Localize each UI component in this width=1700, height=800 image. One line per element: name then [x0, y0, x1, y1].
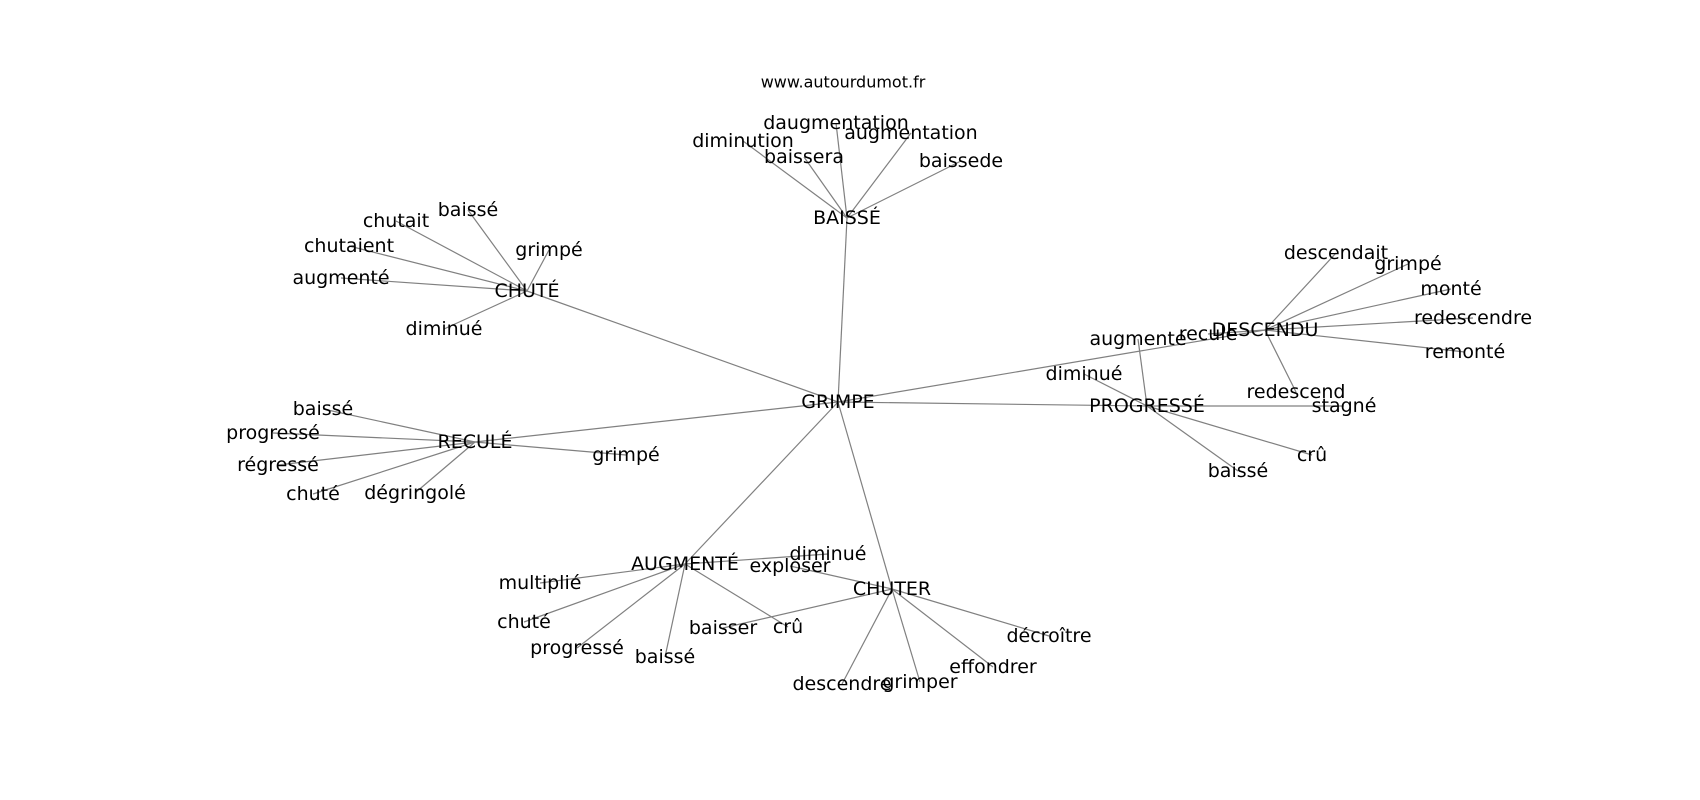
node-leaf[interactable]: crû — [1297, 444, 1327, 466]
node-leaf[interactable]: grimpé — [1374, 253, 1441, 275]
node-hub[interactable]: CHUTÉ — [494, 279, 559, 302]
node-leaf[interactable]: diminution — [692, 130, 794, 152]
node-leaf[interactable]: baisser — [689, 617, 757, 639]
node-leaf[interactable]: augmente — [1089, 328, 1186, 350]
node-leaf[interactable]: augmenté — [292, 267, 389, 289]
edge-hub-leaf — [891, 588, 921, 683]
node-leaf[interactable]: daugmentation — [763, 112, 909, 134]
node-leaf[interactable]: régressé — [237, 454, 319, 476]
node-leaf[interactable]: décroître — [1006, 625, 1091, 647]
graph-edges — [272, 122, 1474, 685]
edge-center-hub — [837, 401, 893, 590]
edge-hub-leaf — [1264, 329, 1466, 353]
edge-hub-leaf — [1083, 373, 1148, 407]
edge-hub-leaf — [846, 160, 962, 219]
edge-hub-leaf — [414, 441, 476, 494]
edge-hub-leaf — [523, 563, 686, 623]
edge-hub-leaf — [576, 563, 686, 649]
node-leaf[interactable]: multiplié — [499, 572, 582, 594]
node-leaf[interactable]: exploser — [750, 555, 831, 577]
edge-hub-leaf — [340, 277, 528, 292]
edge-hub-leaf — [1264, 329, 1297, 393]
node-leaf[interactable]: grimpé — [592, 444, 659, 466]
edge-hub-leaf — [835, 122, 848, 219]
node-leaf[interactable]: diminué — [406, 318, 483, 340]
node-leaf[interactable]: stagné — [1312, 395, 1377, 417]
node-hub[interactable]: RECULÉ — [438, 430, 513, 453]
node-leaf[interactable]: descendre — [793, 673, 892, 695]
node-leaf[interactable]: descendait — [1284, 242, 1388, 264]
node-leaf[interactable]: chuté — [286, 483, 340, 505]
node-leaf[interactable]: recule — [1179, 323, 1238, 345]
node-leaf[interactable]: chutaient — [304, 235, 394, 257]
edge-hub-leaf — [841, 588, 893, 685]
edge-hub-leaf — [272, 432, 476, 443]
edge-hub-leaf — [891, 588, 994, 668]
edge-hub-leaf — [722, 588, 893, 629]
edge-center-hub — [837, 401, 1148, 407]
edge-hub-leaf — [322, 408, 476, 443]
node-leaf[interactable]: redescend — [1247, 381, 1346, 403]
edge-center-hub — [837, 329, 1266, 403]
edge-hub-leaf — [277, 441, 476, 466]
edge-hub-leaf — [467, 209, 528, 292]
edge-hub-leaf — [1146, 405, 1313, 456]
edge-hub-leaf — [803, 156, 848, 219]
node-hub[interactable]: DESCENDU — [1212, 319, 1319, 341]
edge-hub-leaf — [348, 245, 528, 292]
edge-hub-leaf — [474, 441, 627, 456]
edge-hub-leaf — [312, 441, 476, 495]
node-leaf[interactable]: diminué — [790, 543, 867, 565]
node-leaf[interactable]: progressé — [530, 637, 624, 659]
edge-hub-leaf — [742, 140, 848, 219]
edge-hub-leaf — [891, 588, 1050, 637]
edge-hub-leaf — [1137, 338, 1148, 407]
node-leaf[interactable]: baissé — [1208, 460, 1268, 482]
node-leaf[interactable]: chutait — [363, 210, 429, 232]
node-leaf[interactable]: chuté — [497, 611, 551, 633]
node-leaf[interactable]: baissé — [293, 398, 353, 420]
graph-nodes: GRIMPE baissé chutait chutaient augmenté grim… — [226, 112, 1532, 695]
node-leaf[interactable]: grimper — [882, 671, 957, 693]
edge-hub-leaf — [395, 220, 528, 292]
node-leaf[interactable]: baissera — [764, 146, 844, 168]
edge-center-hub — [474, 401, 839, 443]
node-leaf[interactable]: baissé — [635, 646, 695, 668]
edge-hub-leaf — [789, 565, 893, 590]
node-leaf[interactable]: baissé — [438, 199, 498, 221]
edge-hub-leaf — [526, 249, 550, 292]
node-leaf[interactable]: progressé — [226, 422, 320, 444]
edge-center-hub — [684, 401, 839, 565]
edge-hub-leaf — [1207, 329, 1266, 335]
node-hub[interactable]: AUGMENTÉ — [631, 552, 739, 575]
edge-center-hub — [837, 217, 848, 403]
edge-hub-leaf — [1264, 252, 1337, 331]
source-label: www.autourdumot.fr — [761, 73, 926, 92]
edge-hub-leaf — [1146, 405, 1239, 472]
node-leaf[interactable]: grimpé — [515, 239, 582, 261]
edge-hub-leaf — [684, 553, 829, 565]
node-leaf[interactable]: effondrer — [949, 656, 1037, 678]
node-hub[interactable]: BAISSÉ — [813, 206, 881, 229]
node-center[interactable]: GRIMPE — [801, 391, 874, 413]
edge-center-hub — [526, 290, 839, 403]
node-leaf[interactable]: dégringolé — [364, 482, 466, 504]
edge-hub-leaf — [443, 290, 528, 330]
edge-hub-leaf — [846, 132, 912, 219]
edge-hub-leaf — [1264, 288, 1452, 331]
edge-hub-leaf — [1264, 317, 1474, 331]
node-leaf[interactable]: crû — [773, 616, 803, 638]
node-leaf[interactable]: baissede — [919, 150, 1003, 172]
edge-hub-leaf — [539, 563, 686, 584]
edge-hub-leaf — [1264, 263, 1409, 331]
node-hub[interactable]: CHUTER — [853, 578, 931, 600]
node-leaf[interactable]: augmentation — [844, 122, 977, 144]
node-leaf[interactable]: monté — [1420, 278, 1481, 300]
node-hub[interactable]: PROGRESSÉ — [1089, 394, 1205, 417]
node-leaf[interactable]: diminué — [1046, 363, 1123, 385]
node-leaf[interactable]: redescendre — [1414, 307, 1532, 329]
edge-hub-leaf — [664, 563, 686, 658]
node-leaf[interactable]: remonté — [1425, 341, 1505, 363]
